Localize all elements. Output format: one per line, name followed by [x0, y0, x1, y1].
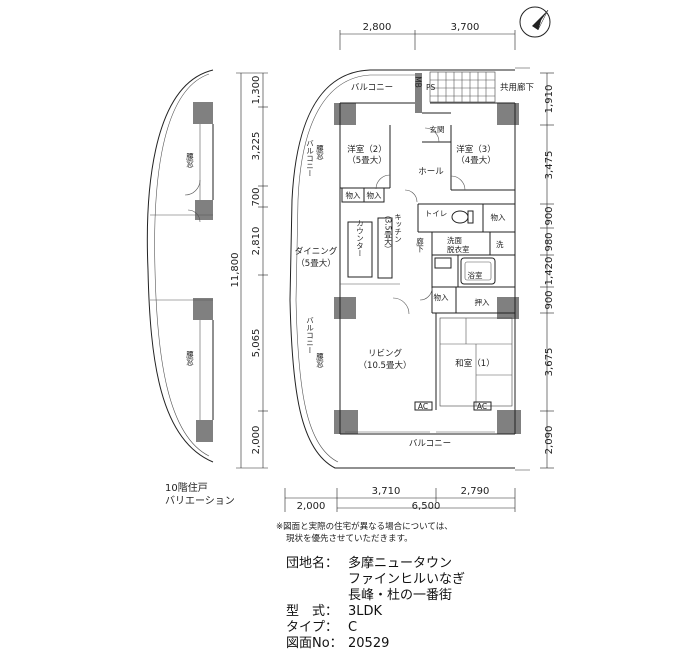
dim-right-2: 3,475	[544, 151, 555, 180]
variation-koshimado-2-label: 腰窓	[185, 350, 194, 366]
balcony-side-label-2: バルコニー	[305, 316, 314, 354]
taipu-value: C	[348, 620, 358, 635]
dim-left-4: 2,810	[251, 227, 262, 256]
oshiire-label: 押入	[475, 297, 490, 307]
door-swings	[375, 127, 466, 315]
floor-plan: 2,800 3,700 1,910 3,475 900 980 1,420 90…	[146, 6, 555, 512]
ac-label-1: AC	[418, 402, 428, 411]
dim-right-7: 3,675	[544, 348, 555, 377]
dim-left-3: 700	[251, 187, 262, 206]
zumen-label: 図面No：	[286, 636, 343, 651]
walls	[339, 102, 516, 435]
balcony-top-label: バルコニー	[351, 83, 393, 93]
dim-left-1: 1,300	[251, 76, 262, 105]
dim-right-1: 1,910	[544, 85, 555, 114]
dim-top-1: 2,800	[363, 22, 392, 33]
type-label: 型 式：	[286, 604, 339, 619]
balcony-outline	[289, 67, 530, 471]
dim-left-6: 2,000	[251, 426, 262, 455]
toilet-label: トイレ	[425, 209, 448, 218]
top-dimension: 2,800 3,700	[339, 22, 516, 50]
dim-left-2: 3,225	[251, 132, 262, 161]
washer-label: 洗	[496, 239, 504, 249]
dim-right-3: 900	[544, 206, 555, 225]
dim-right-5: 1,420	[544, 257, 555, 286]
type-value: 3LDK	[348, 604, 383, 619]
danchi-line-2: ファインヒルいなぎ	[348, 572, 466, 587]
dining-size: （5畳大）	[296, 258, 335, 269]
balcony-side-label-1: バルコニー	[305, 139, 314, 177]
ac-unit: AC	[414, 401, 433, 411]
dining-label: ダイニング	[295, 246, 338, 257]
entrance-label: 玄関	[430, 124, 445, 134]
bath-label: 浴室	[468, 270, 483, 280]
bathtub-icon	[460, 257, 496, 285]
danchi-label: 団地名：	[286, 556, 339, 571]
storage-label-3: 物入	[491, 212, 506, 222]
variation-caption-line-1: 10階住戸	[165, 483, 208, 494]
tatami-pattern	[439, 317, 513, 407]
mb-label: MB	[414, 76, 423, 88]
ac-unit-2: AC	[473, 401, 492, 411]
dim-bottom-2: 3,710	[372, 486, 401, 497]
western-room-3-size: （4畳大）	[456, 155, 495, 166]
ps-label: PS	[426, 83, 436, 92]
dim-top-2: 3,700	[451, 22, 480, 33]
balcony-bottom-label: バルコニー	[409, 439, 451, 449]
washroom-label-2: 脱衣室	[447, 244, 470, 254]
variation-caption-line-2: バリエーション	[165, 496, 235, 507]
left-dimension: 11,800 1,300 3,225 700 2,810 5,065 2,000	[230, 72, 268, 469]
dim-bottom-3: 2,790	[461, 486, 490, 497]
variation-plan: 腰窓 腰窓	[146, 69, 214, 463]
living-label: リビング	[368, 348, 403, 359]
right-dimension: 1,910 3,475 900 980 1,420 900 3,675 2,09…	[540, 72, 555, 469]
storage-label-1: 物入	[346, 190, 361, 200]
info-block: 団地名： 多摩ニュータウン ファインヒルいなぎ 長峰・杜の一番街 型 式： 3LDK…	[286, 556, 465, 652]
western-room-2-label: 洋室（2）	[347, 144, 386, 155]
kitchen-size: （3.5畳大）	[383, 211, 392, 253]
variation-koshimado-1-label: 腰窓	[185, 152, 194, 168]
dim-right-8: 2,090	[544, 426, 555, 455]
storage-label-4: 物入	[434, 292, 449, 302]
danchi-line-1: 多摩ニュータウン	[348, 556, 453, 571]
counter-label: カウンター	[356, 219, 365, 257]
taipu-label: タイプ：	[286, 620, 339, 635]
western-room-3-label: 洋室（3）	[456, 144, 495, 155]
storage-label-2: 物入	[367, 190, 382, 200]
danchi-line-3: 長峰・杜の一番街	[348, 588, 453, 603]
living-size: （10.5畳大）	[359, 360, 412, 371]
washitsu-label: 和室（1）	[455, 358, 494, 369]
dim-right-6: 900	[544, 290, 555, 309]
washroom-label-1: 洗面	[447, 235, 462, 245]
variation-caption: 10階住戸 バリエーション	[165, 482, 235, 508]
bottom-dimension: 3,710 2,790 2,000 6,500	[284, 486, 516, 512]
common-corridor-hatch	[429, 71, 496, 103]
dim-bottom-1: 2,000	[297, 501, 326, 512]
note-line-2: 現状を優先させていただきます。	[286, 534, 413, 544]
koshimado-label-2: 腰窓	[315, 352, 324, 368]
dim-left-total: 11,800	[230, 253, 241, 288]
common-corridor-label: 共用廊下	[500, 82, 535, 93]
toilet-icon	[451, 210, 474, 224]
zumen-value: 20529	[348, 636, 390, 651]
western-room-2-size: （5畳大）	[347, 155, 386, 166]
hall-label: ホール	[418, 167, 444, 177]
kitchen-label: キッチン	[394, 213, 403, 243]
dim-right-4: 980	[544, 232, 555, 251]
dim-left-5: 5,065	[251, 329, 262, 358]
north-compass-icon	[519, 6, 551, 38]
ac-label-2: AC	[477, 402, 487, 411]
dim-bottom-total: 6,500	[412, 501, 441, 512]
note-line-1: ※図面と実際の住宅が異なる場合については、	[276, 522, 453, 532]
disclaimer-note: ※図面と実際の住宅が異なる場合については、 現状を優先させていただきます。	[276, 521, 453, 545]
corridor-label: 廊下	[415, 236, 424, 254]
washbasin-icon	[434, 257, 452, 269]
koshimado-label-1: 腰窓	[315, 144, 324, 160]
